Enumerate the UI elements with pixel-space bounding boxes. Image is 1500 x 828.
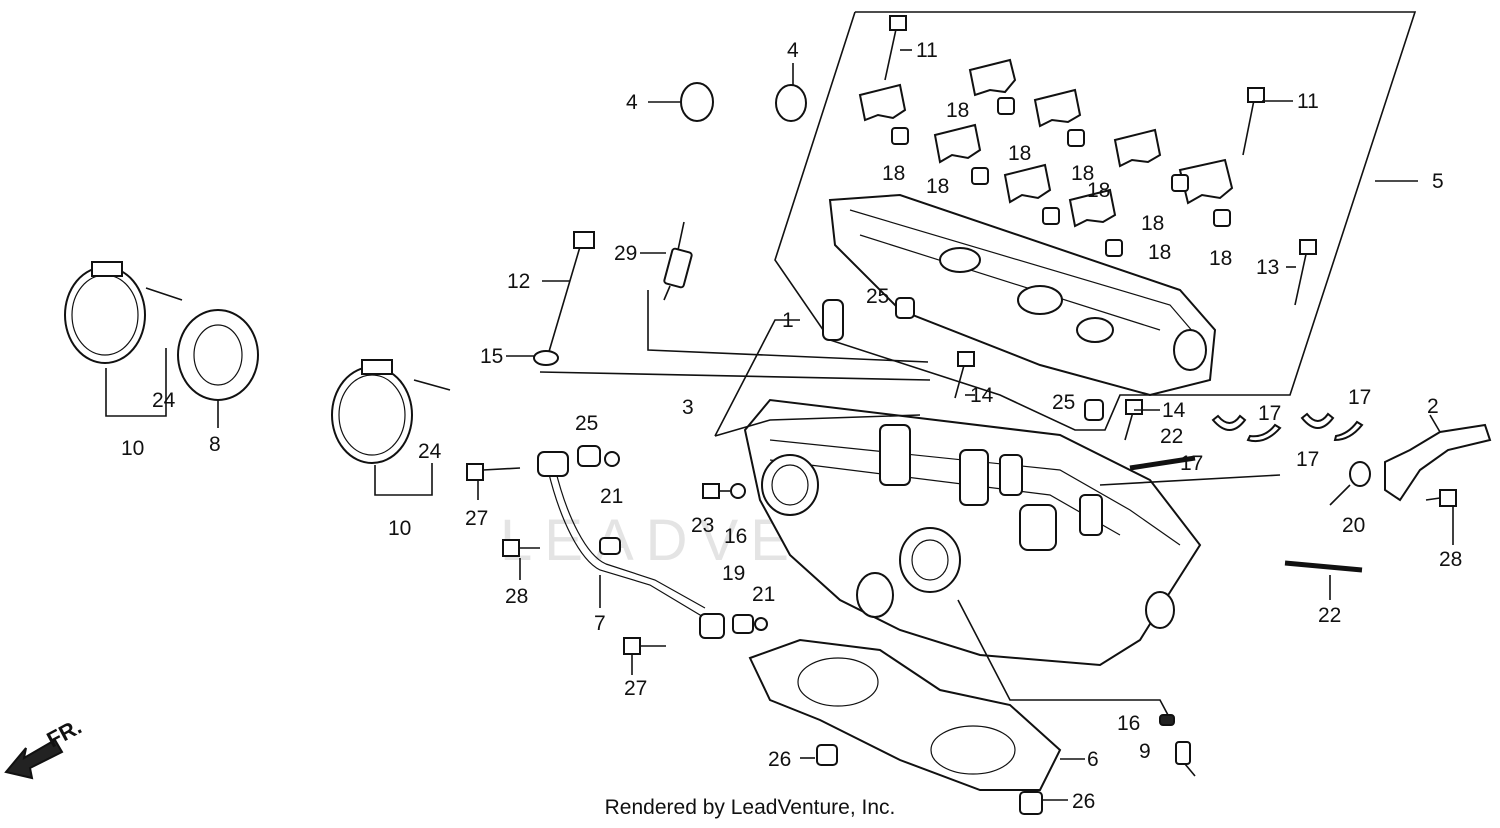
callout-6: 6 [1087,748,1099,771]
spark-plug [663,221,693,301]
callout-11-right: 11 [1297,90,1319,113]
callout-3: 3 [682,396,694,419]
callout-10-right: 10 [388,517,411,540]
callout-25-lower: 25 [1052,391,1075,414]
callout-18-i: 18 [1087,179,1110,202]
callout-20: 20 [1342,514,1365,537]
callout-28-left: 28 [505,585,528,608]
callout-12: 12 [507,270,530,293]
callout-1: 1 [782,309,794,332]
front-direction-arrow: FR. [4,714,86,780]
callout-18-c: 18 [1008,142,1031,165]
callout-18-g: 18 [1148,241,1171,264]
rocker-arm-holder [828,193,1217,397]
callout-18-b: 18 [882,162,905,185]
head-gasket [748,638,1062,791]
bolts [533,15,1317,441]
callout-13: 13 [1256,256,1279,279]
callout-5: 5 [1432,170,1444,193]
dowel-1 [822,299,844,341]
callout-17-b: 17 [1258,402,1281,425]
callout-labels: 1 2 3 4 4 5 6 7 8 9 10 10 11 11 12 13 14… [121,39,1462,813]
callout-23: 23 [691,514,714,537]
callout-9: 9 [1139,740,1151,763]
callout-19: 19 [722,562,745,585]
washer-16-lower [1159,714,1175,726]
stud-lower [1284,560,1363,573]
dowel-26-lower [1019,791,1043,815]
callout-14-left: 14 [970,384,994,407]
callout-2: 2 [1427,395,1439,418]
callout-18-f: 18 [1141,212,1164,235]
callout-14-right: 14 [1162,399,1186,422]
short-bolts [466,463,1457,655]
callout-27-upper: 27 [465,507,488,530]
callout-24-left: 24 [152,389,176,412]
callout-18-d: 18 [926,175,949,198]
dowel-26-upper [816,744,838,766]
callout-11-top: 11 [916,39,938,62]
plug-cap-right [775,84,807,122]
callout-17-d: 17 [1348,386,1371,409]
dowel-pins [891,97,1231,421]
callout-18-h: 18 [1209,247,1232,270]
callout-22-lower: 22 [1318,604,1341,627]
callout-25-mid: 25 [575,412,598,435]
plug-cap-left [680,82,714,122]
sensor-9 [1175,741,1191,765]
intake-clamps [64,261,451,464]
oil-fitting [1349,423,1492,502]
stud-upper [1129,455,1196,471]
callout-4-left: 4 [626,91,638,114]
callout-15: 15 [480,345,503,368]
callout-16-lower: 16 [1117,712,1140,735]
callout-27-lower: 27 [624,677,647,700]
callout-22-upper: 22 [1160,425,1183,448]
callout-29: 29 [614,242,637,265]
callout-17-c: 17 [1296,448,1319,471]
callout-18-a: 18 [946,99,969,122]
callout-7: 7 [594,612,606,635]
cam-crescents [1211,412,1364,443]
callout-18-e: 18 [1071,162,1094,185]
callout-28-right: 28 [1439,548,1462,571]
rocker-holder-box [774,11,1417,431]
footer-credit: Rendered by LeadVenture, Inc. [604,796,896,819]
callout-4-right: 4 [787,39,799,62]
callout-24-right: 24 [418,440,442,463]
rocker-arms [858,58,1234,228]
callout-21-upper: 21 [600,485,623,508]
callout-16-upper: 16 [724,525,747,548]
callout-21-lower: 21 [752,583,775,606]
callout-17-a: 17 [1180,452,1203,475]
cylinder-head [743,398,1202,667]
callout-26-lower: 26 [1072,790,1095,813]
callout-25-upper: 25 [866,285,889,308]
callout-10-left: 10 [121,437,144,460]
oil-pipe [537,445,768,639]
callout-8: 8 [209,433,221,456]
leader-lines [105,49,1454,801]
callout-26-upper: 26 [768,748,791,771]
